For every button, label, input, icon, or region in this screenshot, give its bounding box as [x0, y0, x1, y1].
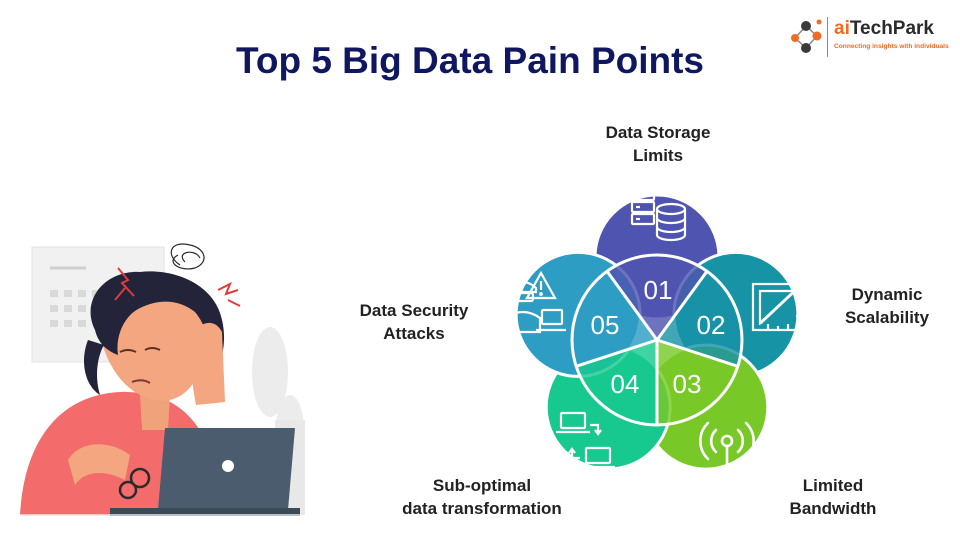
- center-divider-line: [575, 338, 658, 368]
- label-data-security-attacks: Data Security Attacks: [359, 301, 469, 343]
- center-dividers: [570, 253, 744, 427]
- logo-tagline: Connecting insights with individuals: [834, 43, 949, 50]
- center-divider-line: [605, 270, 659, 341]
- logo-molecule-icon: [791, 19, 822, 53]
- center-segment-01: [607, 254, 707, 340]
- center-segment-05: [572, 271, 657, 367]
- label-sub-optimal-data-transformation: Sub-optimal data transformation: [402, 476, 562, 518]
- aitechpark-logo: aiTechPark Connecting insights with indi…: [786, 14, 949, 62]
- number-02: 02: [697, 310, 726, 340]
- label-dynamic-scalability: Dynamic Scalability: [844, 285, 930, 327]
- label-data-storage-limits: Data Storage Limits: [605, 123, 711, 165]
- point-numbers: 01 02 03 04 05: [591, 275, 726, 399]
- center-divider-line: [655, 270, 709, 341]
- database-server-icon: [630, 188, 687, 242]
- center-ring: [570, 253, 744, 427]
- scale-ruler-icon: [751, 282, 803, 332]
- center-segment-02: [657, 271, 742, 367]
- hacker-warning-icon: [504, 270, 566, 334]
- number-05: 05: [591, 310, 620, 340]
- logo-name: aiTechPark: [834, 18, 934, 39]
- number-04: 04: [611, 369, 640, 399]
- label-limited-bandwidth: Limited Bandwidth: [789, 476, 877, 518]
- page-title: Top 5 Big Data Pain Points: [235, 40, 705, 81]
- number-01: 01: [644, 275, 673, 305]
- laptop-transfer-icon: [556, 411, 615, 469]
- number-03: 03: [673, 369, 702, 399]
- wireless-signal-icon: [699, 421, 755, 468]
- center-divider-line: [656, 338, 739, 368]
- stressed-person-illustration: [20, 243, 305, 516]
